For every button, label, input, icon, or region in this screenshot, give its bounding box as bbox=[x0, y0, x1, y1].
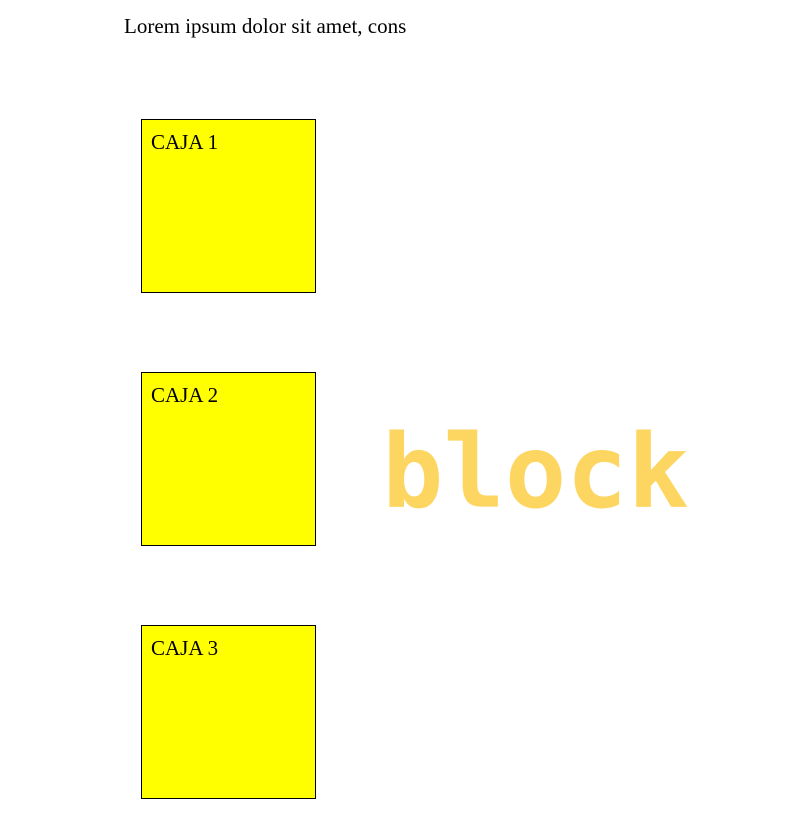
box-label: CAJA 1 bbox=[151, 130, 219, 154]
box-label: CAJA 3 bbox=[151, 636, 219, 660]
box-label: CAJA 2 bbox=[151, 383, 219, 407]
yellow-box-1: CAJA 1 bbox=[141, 119, 316, 293]
yellow-box-3: CAJA 3 bbox=[141, 625, 316, 799]
block-overlay-word: block bbox=[382, 413, 690, 532]
intro-paragraph: Lorem ipsum dolor sit amet, cons bbox=[124, 14, 407, 38]
yellow-box-2: CAJA 2 bbox=[141, 372, 316, 546]
